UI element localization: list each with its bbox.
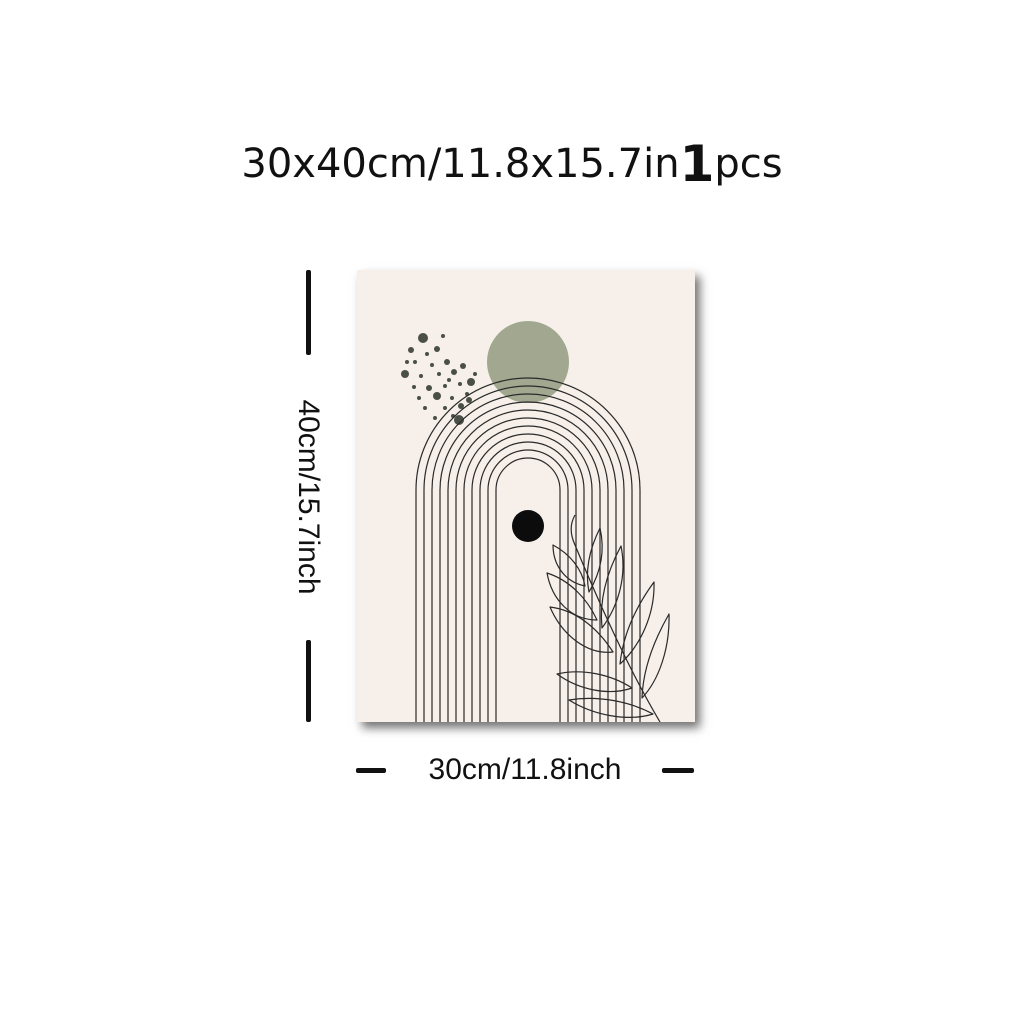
dot [437, 372, 441, 376]
dot-cluster [401, 333, 477, 425]
dot [467, 378, 475, 386]
arch-line [431, 393, 625, 722]
arch-line [447, 409, 609, 722]
arch-line [455, 417, 601, 722]
width-dimension-line-left [356, 768, 386, 773]
dot [441, 334, 445, 338]
rainbow-arch-lines [415, 377, 641, 722]
dot [425, 352, 429, 356]
black-sun-circle [512, 510, 544, 542]
dot [458, 382, 462, 386]
dot [430, 363, 434, 367]
dot [405, 360, 409, 364]
leaf-branch [546, 514, 670, 722]
quantity-unit: pcs [714, 141, 783, 187]
dot [418, 333, 428, 343]
dot [450, 396, 454, 400]
dot [433, 392, 441, 400]
size-text: 30x40cm/11.8x15.7in [241, 141, 680, 187]
arch-line [415, 377, 641, 722]
dot [447, 378, 451, 382]
dot [460, 363, 466, 369]
dot [419, 374, 423, 378]
width-label: 30cm/11.8inch [428, 753, 622, 786]
dot [426, 385, 432, 391]
boho-arch-artwork [401, 321, 670, 722]
arch-line [423, 385, 633, 722]
dot [444, 359, 450, 365]
arch-line [479, 441, 577, 722]
canvas-print [357, 270, 695, 722]
width-dimension-line-right [662, 768, 694, 773]
dot [454, 415, 464, 425]
dot [433, 416, 437, 420]
dot [443, 406, 447, 410]
dot [466, 397, 472, 403]
arch-line [495, 457, 561, 722]
dot [412, 385, 416, 389]
dot [443, 384, 447, 388]
height-label: 40cm/15.7inch [292, 399, 325, 595]
dot [451, 369, 457, 375]
dot [434, 346, 440, 352]
size-title: 30x40cm/11.8x15.7in1pcs [0, 138, 1024, 190]
height-dimension-line-top [306, 270, 311, 355]
height-dimension-line-bottom [306, 640, 311, 722]
arch-line [471, 433, 585, 722]
quantity-number: 1 [679, 135, 715, 193]
dot [473, 372, 477, 376]
sage-sun-circle [487, 321, 569, 403]
arch-line [487, 449, 569, 722]
arch-line [439, 401, 617, 722]
arch-line [463, 425, 593, 722]
dot [408, 347, 414, 353]
dot [413, 360, 417, 364]
dot [458, 403, 464, 409]
dot [423, 406, 427, 410]
dot [417, 396, 421, 400]
dot [401, 370, 409, 378]
